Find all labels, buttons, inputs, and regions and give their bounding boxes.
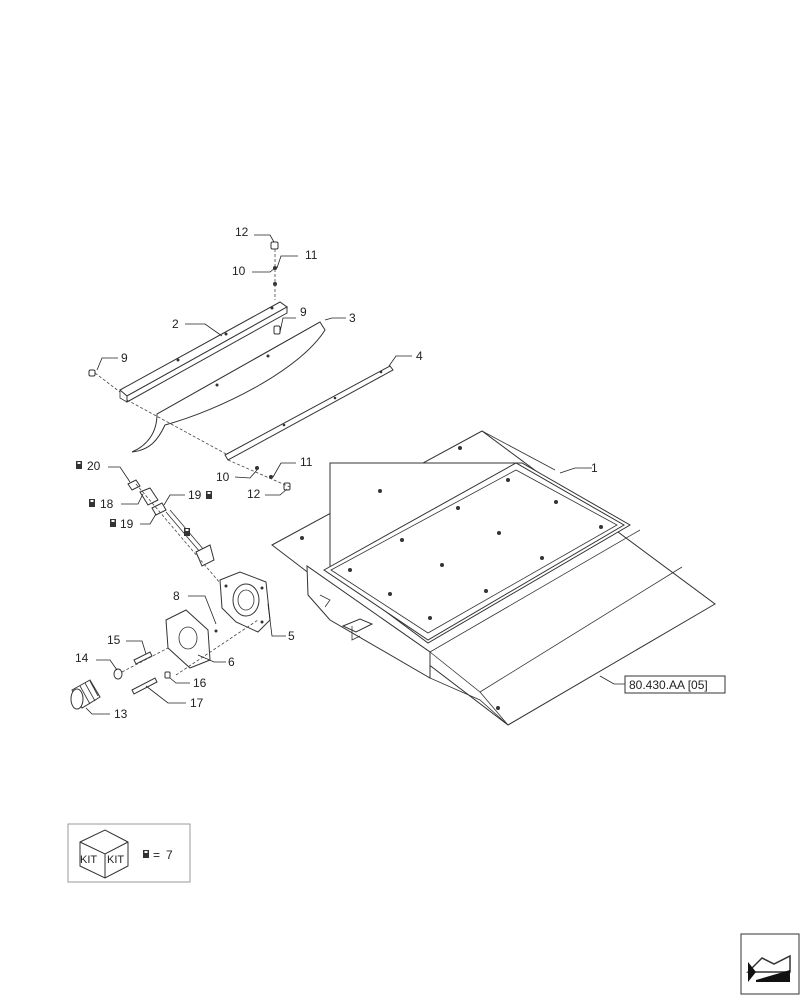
callout-2: 2 xyxy=(172,317,179,331)
callout-5: 5 xyxy=(288,629,295,643)
kit-marker-icon xyxy=(206,491,212,499)
kit-marker-icon xyxy=(76,461,82,469)
kit-marker-icons xyxy=(76,461,212,536)
part-nut xyxy=(121,647,171,679)
callout-19-lower: 19 xyxy=(120,517,134,531)
part-rail xyxy=(119,301,288,403)
kit-label-left: KIT xyxy=(80,854,97,866)
kit-legend: KIT KIT = 7 xyxy=(67,823,191,883)
part-bearing-housing xyxy=(219,571,271,633)
kit-label-right: KIT xyxy=(107,854,124,866)
part-pin xyxy=(133,651,153,665)
callout-11-top: 11 xyxy=(305,248,318,262)
kit-marker-icon xyxy=(143,850,149,858)
sensor-cable-assembly xyxy=(127,479,227,591)
kit-box-icon xyxy=(79,829,129,879)
panel-holes xyxy=(300,446,603,710)
callout-9-right: 9 xyxy=(300,305,307,319)
part-bolt xyxy=(131,677,158,695)
kit-marker-icon xyxy=(184,528,190,536)
part-deflector-plate xyxy=(131,321,326,453)
callout-13: 13 xyxy=(114,707,128,721)
callout-15: 15 xyxy=(107,633,121,647)
callout-10-top: 10 xyxy=(232,264,246,278)
hardware-top xyxy=(88,241,281,393)
callout-12-top: 12 xyxy=(235,225,249,239)
part-strip xyxy=(224,365,394,461)
callout-12-right: 12 xyxy=(247,487,261,501)
part-cover-panel xyxy=(271,430,716,726)
part-knob xyxy=(70,679,101,710)
callout-16: 16 xyxy=(193,676,207,690)
part-washer xyxy=(113,668,123,680)
callout-3: 3 xyxy=(349,311,356,325)
callout-11-right: 11 xyxy=(300,455,313,469)
kit-item-number: 7 xyxy=(166,848,173,862)
callout-10-right: 10 xyxy=(216,470,230,484)
reference-link[interactable]: 80.430.AA [05] xyxy=(624,675,726,694)
callout-1: 1 xyxy=(591,461,598,475)
callout-14: 14 xyxy=(75,651,89,665)
kit-marker-icon xyxy=(110,519,116,527)
reference-label: 80.430.AA [05] xyxy=(629,678,708,692)
callout-17: 17 xyxy=(190,696,204,710)
callout-9-left: 9 xyxy=(121,351,128,365)
callout-20: 20 xyxy=(87,459,101,473)
leader-lines xyxy=(85,234,625,715)
callout-18: 18 xyxy=(100,497,114,511)
hardware-right xyxy=(126,399,291,491)
callout-labels: 1 2 3 4 5 6 8 9 9 10 10 11 11 12 12 13 1… xyxy=(75,225,598,721)
kit-marker-icon xyxy=(89,499,95,507)
callout-4: 4 xyxy=(416,349,423,363)
next-page-icon[interactable] xyxy=(740,933,800,995)
callout-8: 8 xyxy=(173,589,180,603)
kit-equals: = xyxy=(153,848,160,862)
callout-19-upper: 19 xyxy=(188,488,202,502)
callout-6: 6 xyxy=(228,655,235,669)
